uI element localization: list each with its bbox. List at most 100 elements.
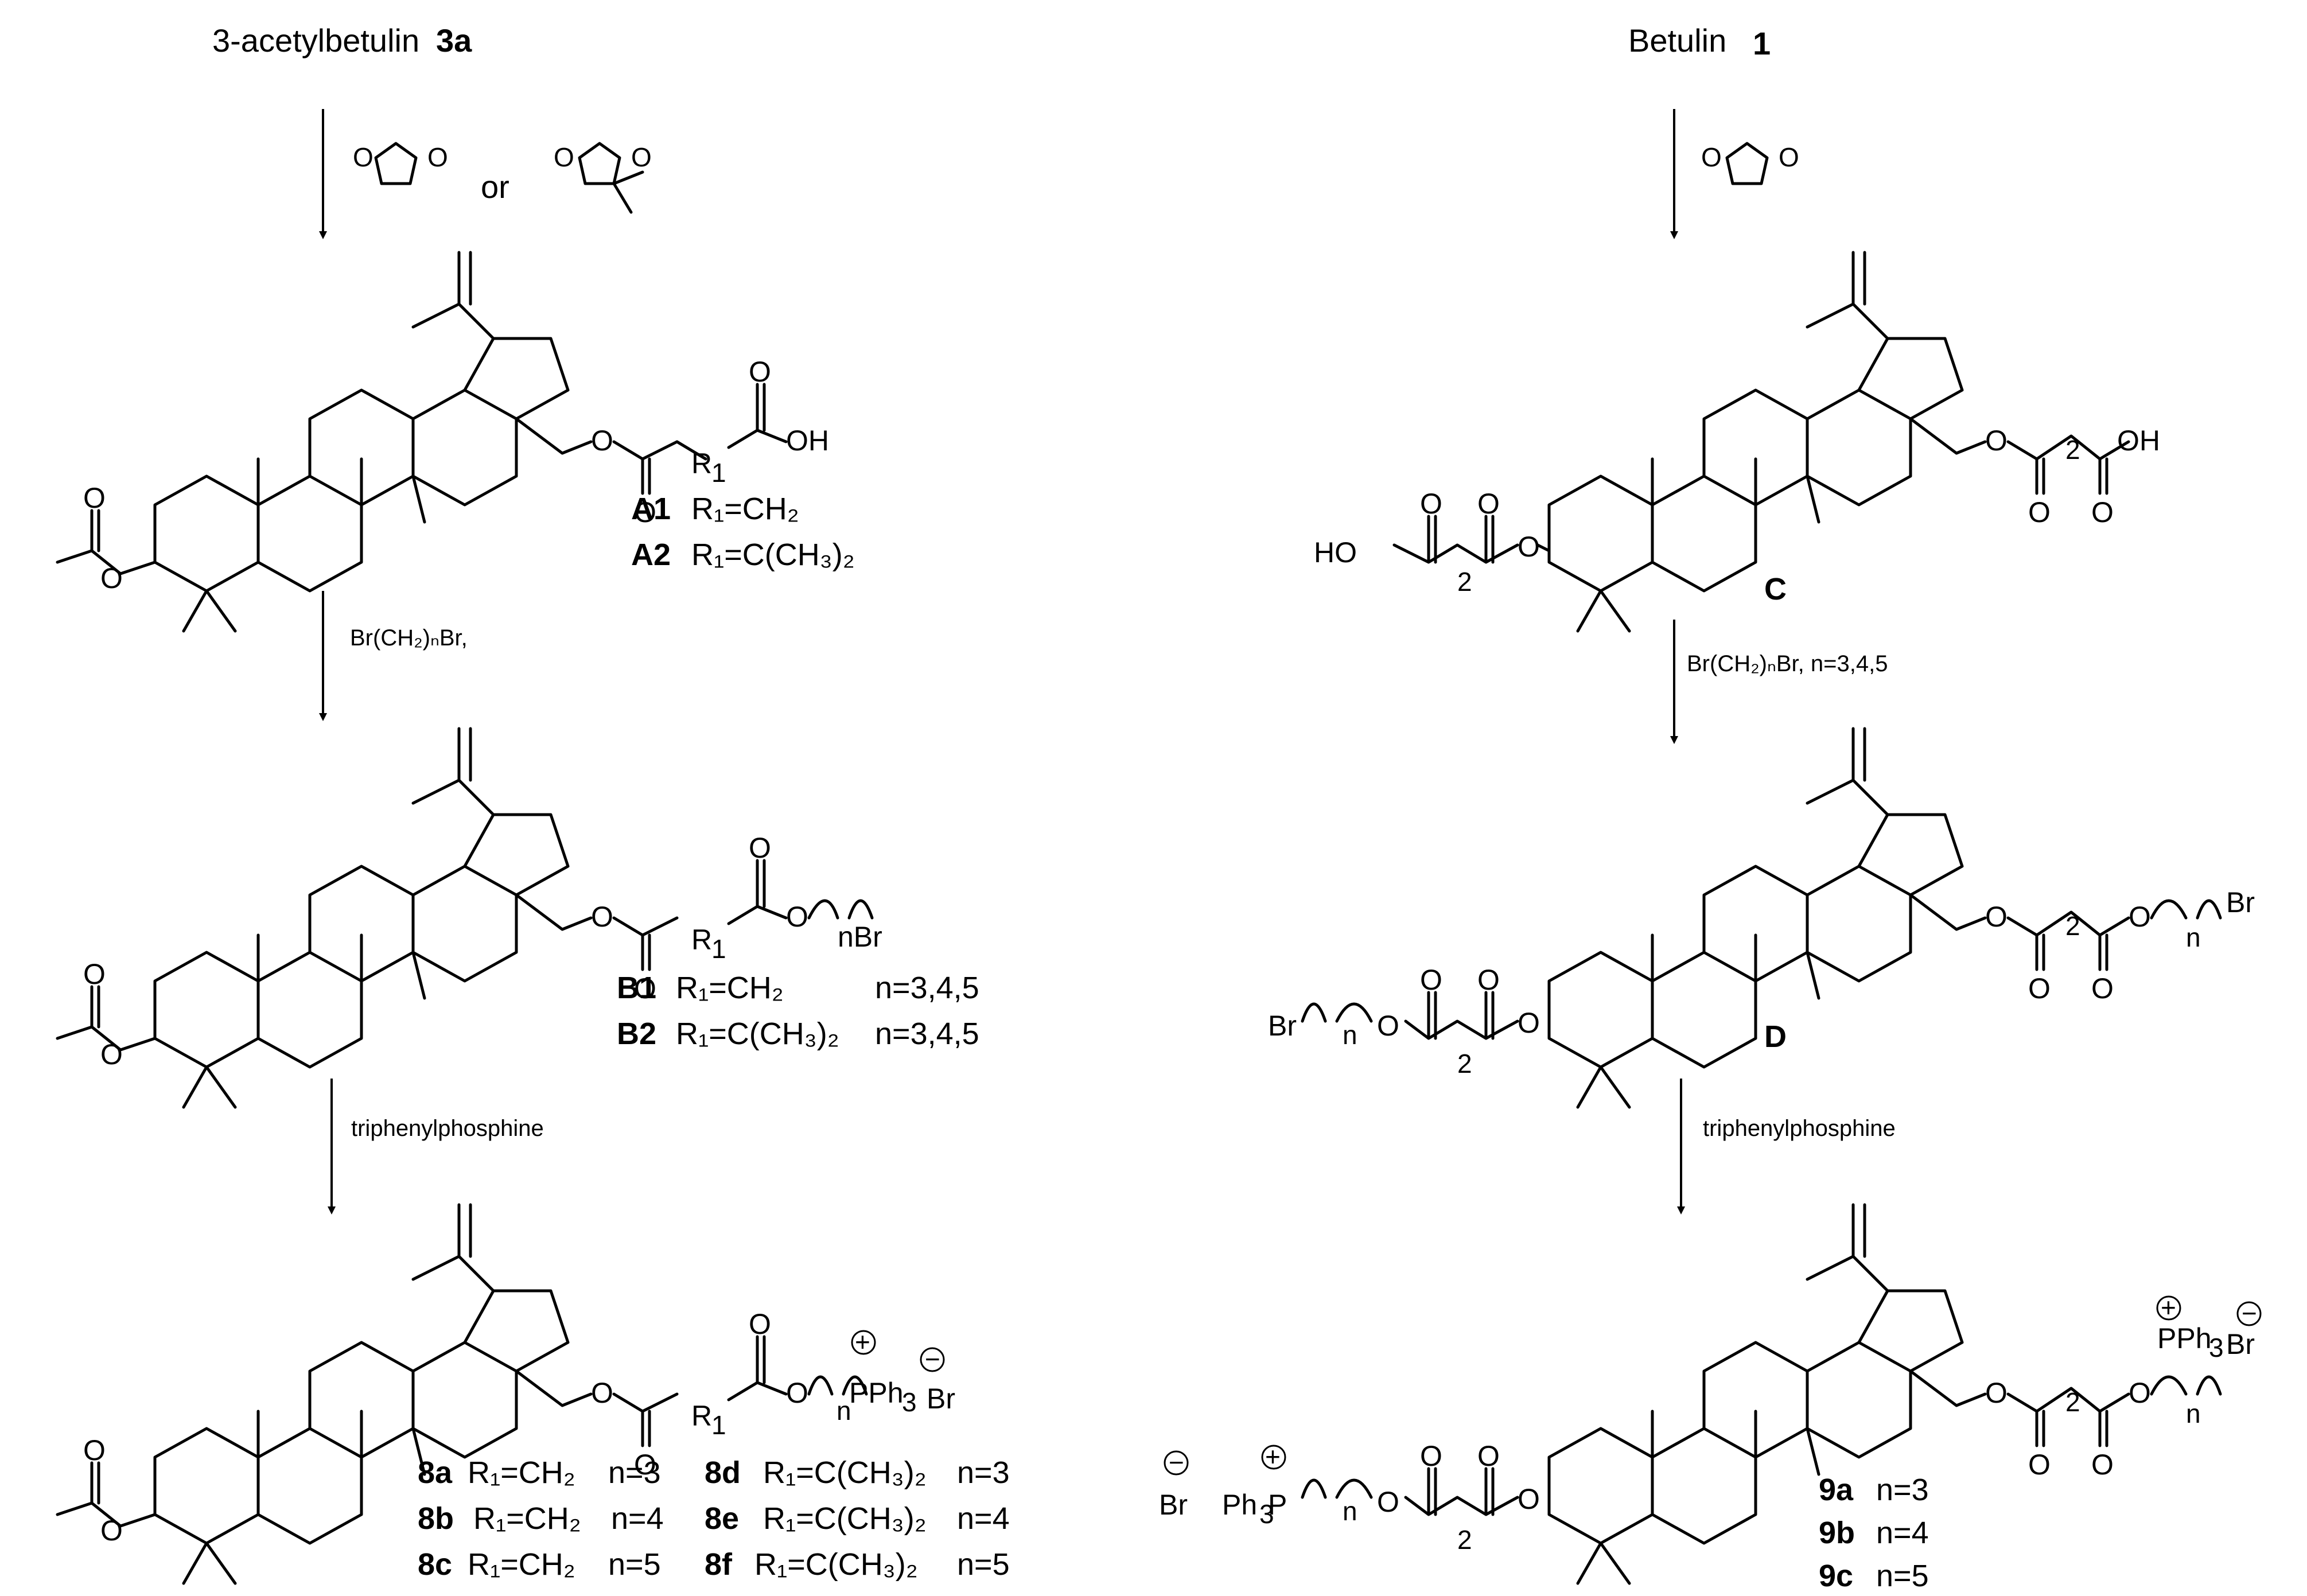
svg-text:O: O (554, 142, 574, 172)
8d-r: R₁=C(CH₃)₂ (763, 1455, 927, 1490)
succinic-anhydride-icon: O O (353, 142, 448, 185)
svg-text:O: O (1985, 1377, 2008, 1409)
8a-code: 8a (418, 1455, 453, 1490)
dimethylsuccinic-anhydride-icon: O O (554, 142, 652, 214)
svg-text:O: O (1985, 901, 2008, 933)
svg-text:R: R (691, 924, 712, 956)
products-8-table: 8a R₁=CH₂ n=3 8b R₁=CH₂ n=4 8c R₁=CH₂ n=… (418, 1455, 1010, 1582)
B1-n: n=3,4,5 (875, 971, 979, 1005)
svg-text:3: 3 (902, 1387, 917, 1417)
svg-text:Br: Br (1268, 1010, 1297, 1042)
svg-text:2: 2 (1457, 1525, 1472, 1555)
svg-text:1: 1 (711, 458, 726, 488)
svg-text:n: n (2186, 1399, 2201, 1428)
svg-text:O: O (786, 901, 808, 933)
9b-n: n=4 (1876, 1516, 1929, 1550)
svg-text:2: 2 (1457, 567, 1472, 597)
svg-text:Br: Br (2226, 886, 2255, 918)
svg-text:1: 1 (711, 1410, 726, 1440)
svg-text:P: P (1268, 1489, 1287, 1521)
svg-text:O: O (2129, 901, 2151, 933)
A1-code: A1 (631, 492, 671, 526)
svg-text:O: O (2028, 1449, 2051, 1481)
svg-text:O: O (1420, 964, 1442, 996)
svg-text:PPh: PPh (2157, 1322, 2212, 1354)
B2-r: R₁=C(CH₃)₂ (676, 1017, 839, 1051)
svg-text:O: O (634, 496, 656, 528)
svg-text:O: O (1377, 1010, 1399, 1042)
svg-text:O: O (1420, 1440, 1442, 1472)
svg-text:−: − (1169, 1447, 1184, 1477)
B1-r: R₁=CH₂ (676, 971, 784, 1005)
svg-text:O: O (83, 958, 106, 990)
molecule-D: O O O 2 O n Br O O 2 O O n Br (1268, 729, 2255, 1107)
svg-text:Br: Br (1159, 1489, 1188, 1521)
svg-text:n: n (2186, 922, 2201, 952)
reagent-right-3: triphenylphosphine (1703, 1116, 1896, 1141)
svg-text:O: O (2091, 496, 2114, 528)
svg-text:O: O (2129, 1377, 2151, 1409)
svg-text:O: O (2091, 972, 2114, 1005)
svg-text:3: 3 (2209, 1333, 2224, 1363)
9c-n: n=5 (1876, 1559, 1929, 1593)
svg-text:O: O (591, 901, 613, 933)
svg-text:O: O (1701, 142, 1722, 172)
A2-code: A2 (631, 538, 671, 572)
svg-text:O: O (1518, 531, 1540, 563)
molecule-8: O O O O R 1 O O n + PPh 3 − Br (56, 1205, 955, 1583)
svg-text:HO: HO (1314, 536, 1357, 569)
svg-text:PPh: PPh (849, 1377, 904, 1409)
8a-n: n=3 (608, 1455, 661, 1490)
svg-text:2: 2 (2065, 1387, 2080, 1417)
svg-text:O: O (1420, 488, 1442, 520)
svg-text:O: O (83, 482, 106, 514)
8b-n: n=4 (611, 1501, 664, 1536)
succinic-anhydride-icon-right: O O (1701, 142, 1799, 185)
8a-r: R₁=CH₂ (468, 1455, 575, 1490)
svg-text:O: O (1477, 964, 1500, 996)
8d-n: n=3 (957, 1455, 1010, 1490)
reagent-right-2: Br(CH₂)ₙBr, n=3,4,5 (1687, 651, 1888, 676)
reagent-or: or (481, 169, 509, 205)
svg-text:Ph: Ph (1222, 1489, 1257, 1521)
svg-text:O: O (427, 142, 448, 172)
svg-text:3: 3 (1259, 1499, 1274, 1529)
svg-text:O: O (786, 1377, 808, 1409)
9a-code: 9a (1819, 1473, 1854, 1507)
B2-n: n=3,4,5 (875, 1017, 979, 1051)
8c-r: R₁=CH₂ (468, 1547, 575, 1582)
svg-text:n: n (1343, 1020, 1357, 1050)
svg-text:n: n (1343, 1496, 1357, 1526)
start-left-num: 3a (436, 22, 472, 59)
svg-text:O: O (591, 425, 613, 457)
molecule-B: O O O O R 1 O O nBr (56, 729, 882, 1107)
8f-r: R₁=C(CH₃)₂ (754, 1547, 918, 1582)
svg-text:OH: OH (786, 425, 829, 457)
svg-text:O: O (2028, 972, 2051, 1005)
svg-text:O: O (634, 972, 656, 1005)
start-left-name: 3-acetylbetulin (212, 22, 419, 59)
start-right-name: Betulin (1628, 22, 1726, 59)
svg-text:O: O (1518, 1483, 1540, 1515)
svg-text:R: R (691, 1400, 712, 1432)
molecule-C: O O O 2 HO O O 2 O OH (1314, 252, 2160, 631)
svg-text:Br: Br (2226, 1328, 2255, 1360)
8e-n: n=4 (957, 1501, 1010, 1536)
svg-text:O: O (749, 1308, 771, 1340)
B2-code: B2 (617, 1017, 656, 1051)
A1-r: R₁=CH₂ (691, 492, 799, 526)
B1-code: B1 (617, 971, 656, 1005)
svg-text:O: O (631, 142, 652, 172)
8d-code: 8d (705, 1455, 741, 1490)
products-9-table: 9a n=3 9b n=4 9c n=5 (1819, 1473, 1929, 1593)
8b-r: R₁=CH₂ (473, 1501, 581, 1536)
molecule-A: O O O O R 1 O OH (56, 252, 829, 631)
svg-text:2: 2 (2065, 911, 2080, 941)
svg-text:O: O (100, 562, 123, 594)
8b-code: 8b (418, 1501, 454, 1536)
8c-code: 8c (418, 1547, 452, 1582)
8e-code: 8e (705, 1501, 739, 1536)
svg-text:O: O (634, 1449, 656, 1481)
9c-code: 9c (1819, 1559, 1853, 1593)
